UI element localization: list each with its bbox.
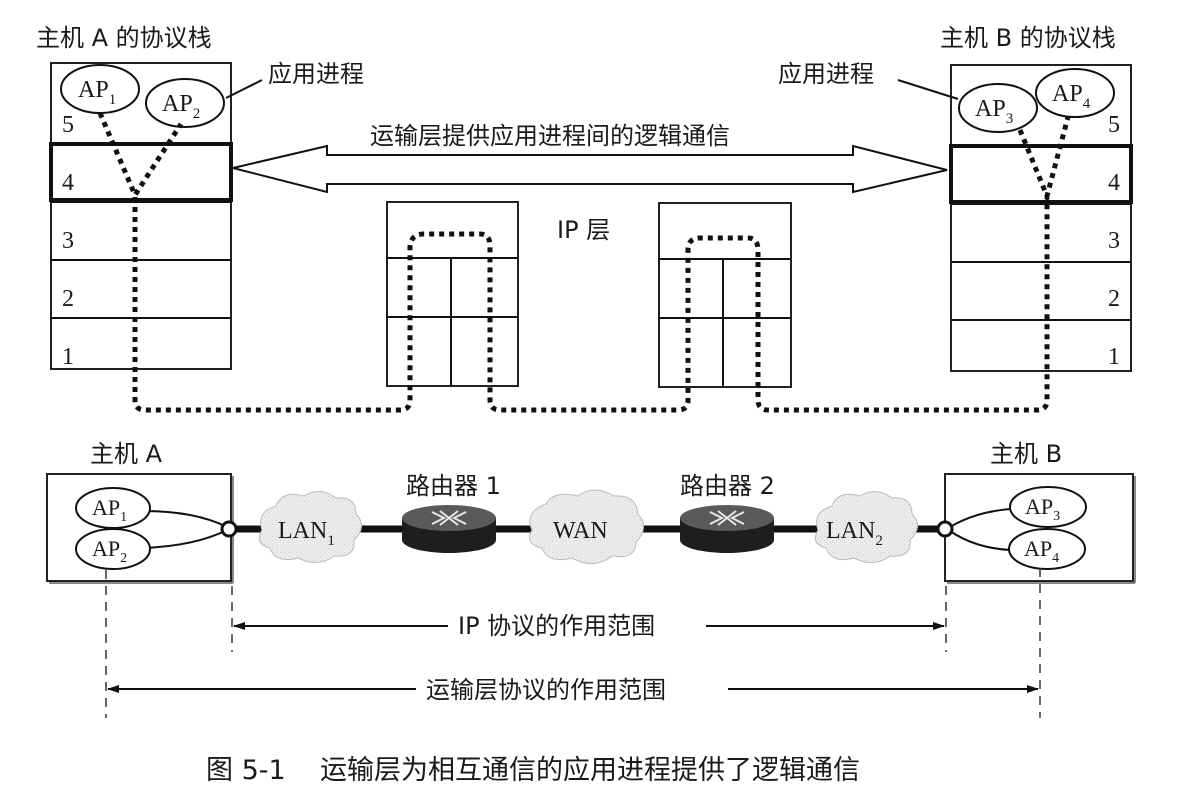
host-a-protocol-stack: 主机 A 的协议栈 5 4 3 2 1 AP1 AP2 应用进程 bbox=[36, 24, 364, 370]
host-b-process-ap4: AP4 bbox=[1035, 68, 1115, 118]
host-b-link-ap3 bbox=[949, 508, 1011, 528]
double-arrow-shape bbox=[232, 144, 948, 194]
svg-text:AP4: AP4 bbox=[1052, 81, 1091, 112]
caption-text: 运输层为相互通信的应用进程提供了逻辑通信 bbox=[320, 755, 860, 786]
svg-text:AP3: AP3 bbox=[975, 96, 1013, 127]
wan-cloud-icon: WAN bbox=[529, 489, 644, 564]
transport-logical-communication-arrow: 运输层提供应用进程间的逻辑通信 bbox=[232, 122, 948, 194]
transport-scope: 运输层协议的作用范围 bbox=[107, 676, 1039, 704]
host-a-stack-title: 主机 A 的协议栈 bbox=[36, 24, 212, 52]
host-b-net-ap3: AP3 bbox=[1009, 486, 1087, 528]
host-a-net-ap2: AP2 bbox=[75, 528, 151, 570]
scope-guides bbox=[105, 568, 1041, 718]
svg-text:WAN: WAN bbox=[553, 518, 608, 544]
router-1-label: 路由器 1 bbox=[406, 472, 501, 500]
host-b-link-ap4 bbox=[949, 530, 1011, 551]
host-b-label: 主机 B bbox=[990, 440, 1062, 468]
host-a-process-ap1: AP1 bbox=[60, 64, 140, 114]
host-b-process-ap3: AP3 bbox=[958, 83, 1038, 133]
callout-leader-line bbox=[225, 79, 263, 99]
svg-text:AP1: AP1 bbox=[78, 77, 116, 108]
host-b-layer-4: 4 bbox=[1108, 170, 1120, 196]
host-a-box bbox=[46, 473, 232, 582]
svg-text:LAN1: LAN1 bbox=[278, 518, 335, 549]
host-a-label: 主机 A bbox=[90, 440, 163, 468]
host-b-stack-title: 主机 B 的协议栈 bbox=[940, 24, 1116, 52]
data-path-dotted bbox=[97, 112, 1071, 413]
svg-text:AP2: AP2 bbox=[162, 91, 200, 122]
host-a-interface-icon bbox=[220, 520, 238, 538]
host-a-process-callout: 应用进程 bbox=[268, 60, 364, 88]
lan1-cloud-icon: LAN1 bbox=[258, 491, 362, 563]
host-b-net-ap4: AP4 bbox=[1008, 528, 1086, 570]
router-2-icon: 路由器 2 bbox=[680, 472, 775, 553]
figure-caption: 图 5-1 运输层为相互通信的应用进程提供了逻辑通信 bbox=[206, 755, 860, 786]
router-1-icon: 路由器 1 bbox=[402, 472, 501, 553]
host-a-layer-2: 2 bbox=[62, 286, 74, 312]
ip-scope-label: IP 协议的作用范围 bbox=[458, 612, 655, 640]
host-b-process-callout: 应用进程 bbox=[778, 60, 874, 88]
network-topology: 主机 A AP1 AP2 主机 B AP3 AP4 bbox=[46, 440, 1136, 584]
host-a-link-ap2 bbox=[142, 529, 228, 549]
host-b-stack-frame bbox=[950, 64, 1132, 372]
host-b-layer-3: 3 bbox=[1108, 228, 1120, 254]
host-a-link-ap1 bbox=[142, 510, 228, 528]
host-b-transport-layer bbox=[949, 144, 1133, 204]
transport-scope-label: 运输层协议的作用范围 bbox=[426, 676, 666, 704]
callout-leader-line bbox=[897, 79, 959, 100]
svg-text:AP4: AP4 bbox=[1024, 536, 1059, 566]
router-2-stack bbox=[658, 202, 792, 388]
host-a-layer-1: 1 bbox=[62, 344, 74, 370]
host-a-layer-5: 5 bbox=[62, 112, 74, 138]
host-b-protocol-stack: 主机 B 的协议栈 5 4 3 2 1 AP3 AP4 应用进程 bbox=[778, 24, 1133, 372]
router-1-stack bbox=[386, 201, 519, 387]
svg-text:LAN2: LAN2 bbox=[826, 518, 883, 549]
host-a-layer-4: 4 bbox=[62, 170, 74, 196]
ip-layer-label: IP 层 bbox=[557, 216, 610, 244]
host-b-layer-2: 2 bbox=[1108, 286, 1120, 312]
svg-text:AP3: AP3 bbox=[1025, 494, 1060, 524]
caption-number: 图 5-1 bbox=[206, 755, 286, 786]
router-2-label: 路由器 2 bbox=[680, 472, 775, 500]
lan2-cloud-icon: LAN2 bbox=[814, 491, 918, 563]
host-a-layer-3: 3 bbox=[62, 228, 74, 254]
host-a-net-ap1: AP1 bbox=[75, 487, 151, 529]
transport-arrow-label: 运输层提供应用进程间的逻辑通信 bbox=[370, 122, 730, 150]
host-a-stack-frame bbox=[50, 62, 232, 370]
svg-text:AP1: AP1 bbox=[92, 495, 127, 525]
host-a-transport-layer bbox=[49, 142, 233, 202]
host-a-process-ap2: AP2 bbox=[145, 78, 225, 128]
host-b-layer-5: 5 bbox=[1108, 112, 1120, 138]
host-b-interface-icon bbox=[936, 520, 954, 538]
svg-text:AP2: AP2 bbox=[92, 536, 127, 566]
host-b-layer-1: 1 bbox=[1108, 344, 1120, 370]
ip-scope: IP 协议的作用范围 bbox=[233, 612, 945, 640]
